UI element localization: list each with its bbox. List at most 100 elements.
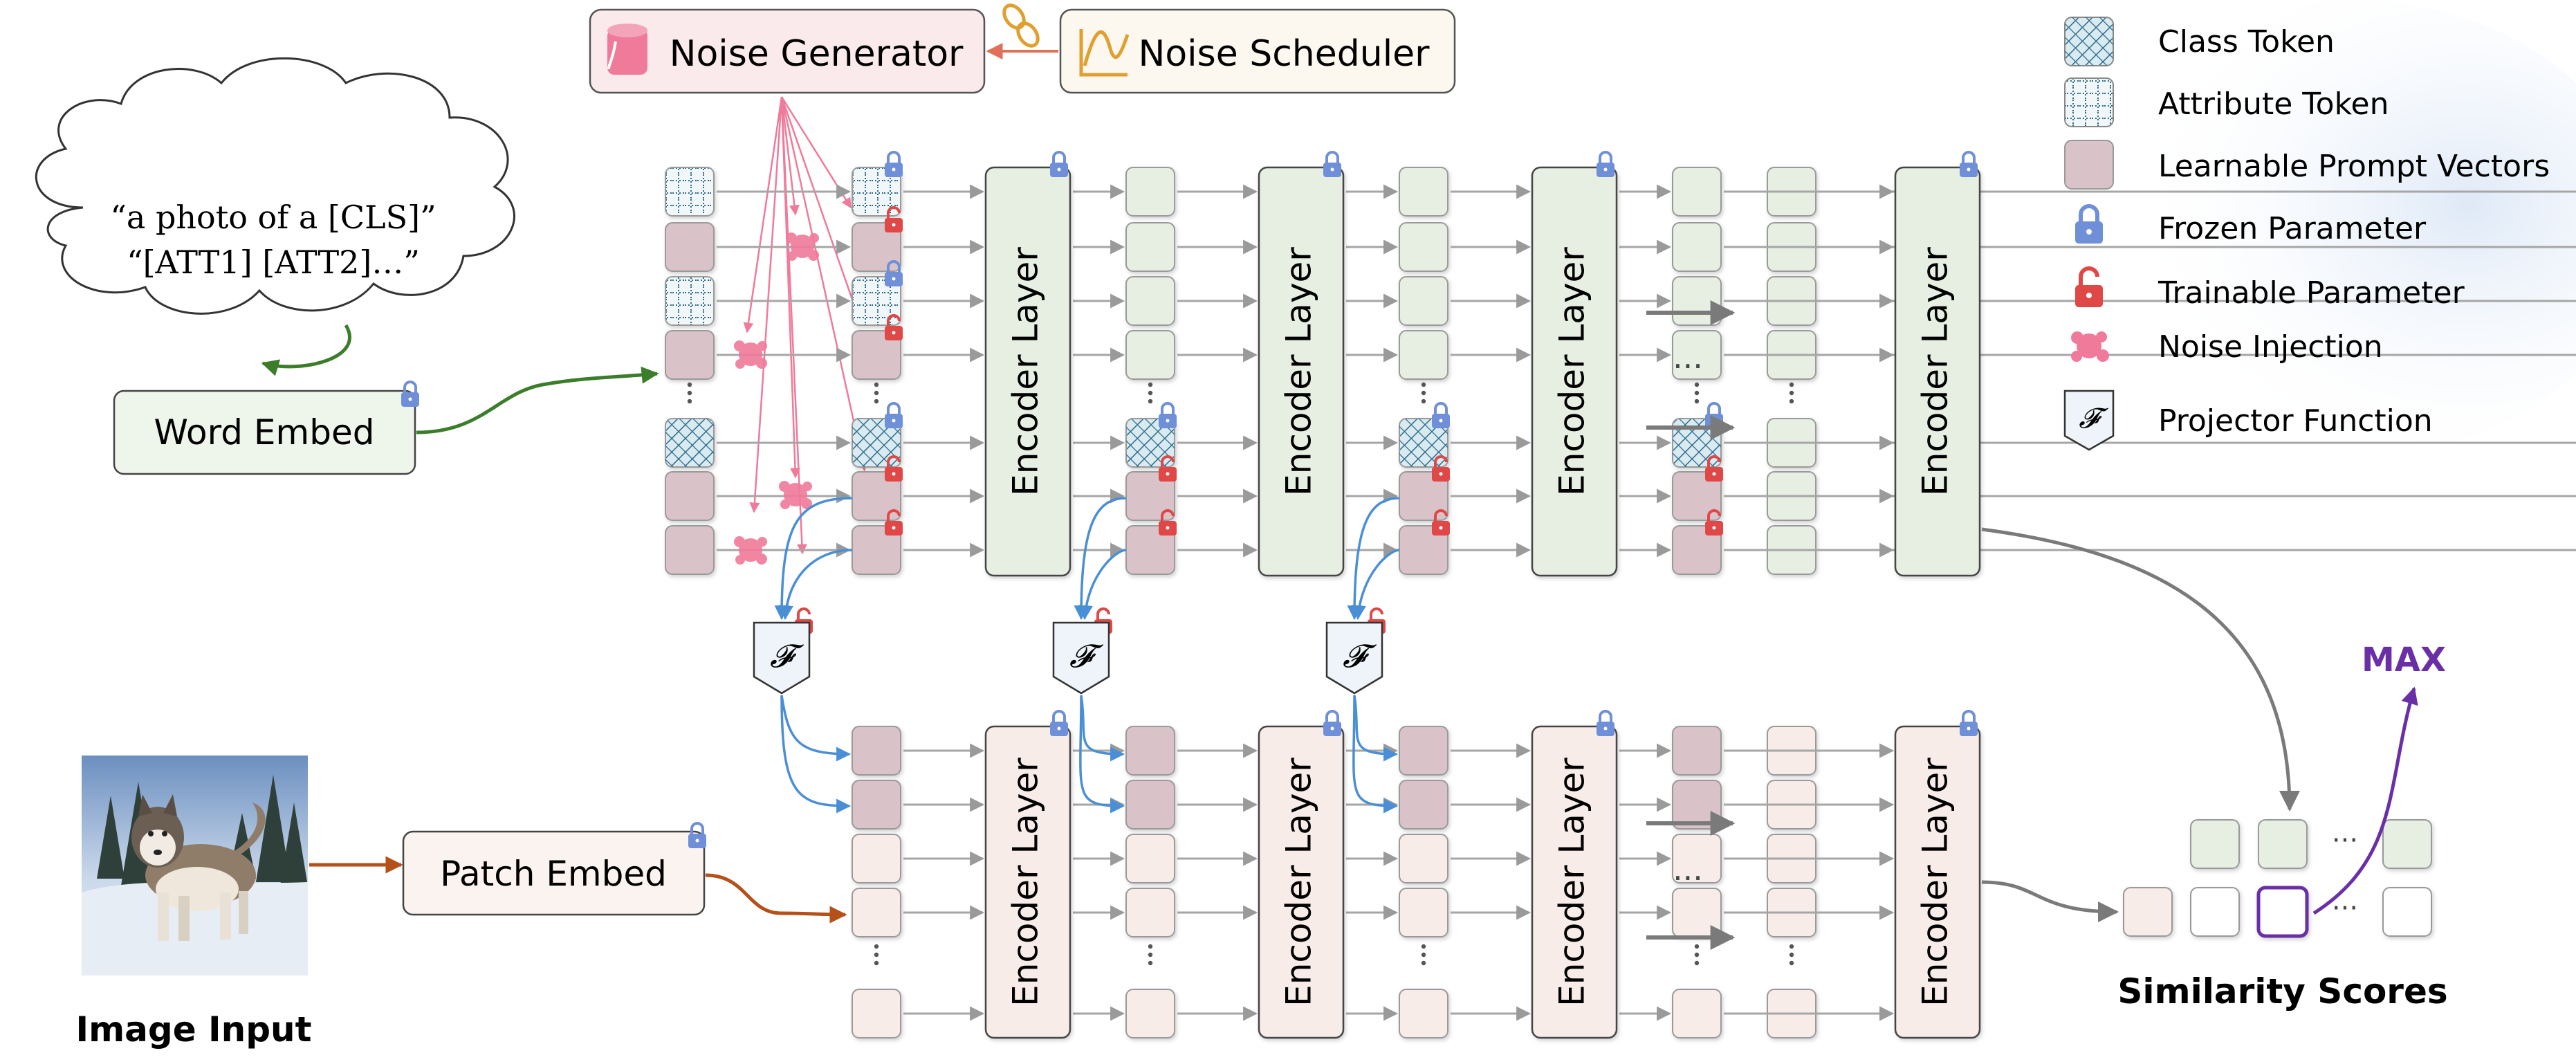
image-encoder-layer: Encoder Layer (1258, 725, 1345, 1039)
token-trainable-lock (885, 455, 903, 482)
noise-splat (779, 481, 812, 509)
text-token (1125, 276, 1175, 326)
encoder-frozen-lock (1597, 710, 1614, 736)
image-token (1125, 989, 1175, 1038)
projector-shield-icon (1325, 621, 1383, 695)
image-token (1399, 888, 1448, 937)
text-token-layer0 (852, 222, 901, 272)
encoder-layer-label: Encoder Layer (1915, 247, 1956, 496)
image-input-title: Image Input (75, 1009, 311, 1050)
token-trainable-lock (1432, 455, 1450, 482)
text-encoder-layer: Encoder Layer (1258, 166, 1345, 577)
image-token (852, 989, 901, 1038)
image-token (1125, 888, 1175, 937)
image-token (1399, 726, 1448, 776)
similarity-text-cell (2382, 819, 2432, 869)
text-token (1399, 167, 1448, 217)
encoder-layer-label: Encoder Layer (1552, 247, 1592, 496)
noise-scheduler-label: Noise Scheduler (1138, 33, 1430, 75)
projector-shield-icon (753, 621, 811, 695)
word-embed-label: Word Embed (154, 412, 375, 452)
legend-frozen-label: Frozen Parameter (2158, 211, 2427, 246)
encoder-layer-label: Encoder Layer (1915, 758, 1956, 1007)
noise-injections (734, 232, 819, 565)
vertical-ellipsis (874, 382, 879, 404)
token-trainable-lock (1159, 455, 1177, 482)
text-encoder-layer: Encoder Layer (1894, 166, 1981, 577)
text-token (1672, 222, 1722, 272)
text-token-layer0 (852, 330, 901, 380)
encoder-frozen-lock (1323, 710, 1341, 736)
text-token (1125, 222, 1175, 272)
token-frozen-lock (1159, 402, 1177, 428)
vertical-ellipsis (687, 382, 692, 404)
legend-noise-injection-label: Noise Injection (2158, 329, 2383, 365)
image-token (852, 888, 901, 937)
projector-function: 𝓕 (1052, 621, 1110, 695)
legend-glow (2061, 0, 2576, 457)
noise-scheduler-box: Noise Scheduler (1059, 8, 1456, 94)
token-trainable-lock (885, 509, 903, 535)
encoder-frozen-lock (1050, 151, 1068, 177)
legend-projector-label: Projector Function (2158, 403, 2433, 439)
text-token-layer0 (852, 418, 901, 468)
prompt-to-projector-arrow (779, 549, 853, 621)
prompt-to-projector-arrow (1078, 549, 1127, 621)
parameter-locks (401, 151, 1978, 848)
vertical-ellipsis (1694, 382, 1700, 404)
text-token (1672, 330, 1722, 380)
image-token (1399, 780, 1448, 830)
image-token (1672, 834, 1722, 884)
image-encoder-layer: Encoder Layer (984, 725, 1071, 1039)
projector-to-image-arrow (1079, 695, 1125, 814)
prompt-to-projector-arrow (1074, 497, 1127, 621)
text-output-arrow (1981, 527, 2300, 812)
vertical-ellipsis (874, 944, 879, 966)
image-token (1672, 780, 1722, 830)
encoder-frozen-lock (1960, 151, 1978, 177)
text-token (1125, 330, 1175, 380)
vertical-ellipsis (1694, 944, 1700, 966)
encoder-layer-label: Encoder Layer (1279, 758, 1319, 1007)
text-token-layer0 (852, 167, 901, 217)
frozen-lock-icon (2075, 204, 2103, 244)
token-trainable-lock (885, 314, 903, 340)
text-token (1399, 276, 1448, 326)
token-frozen-lock (1705, 402, 1723, 428)
text-token-input (665, 222, 715, 272)
text-token-input (665, 471, 715, 521)
vertical-ellipsis (1789, 382, 1794, 404)
word-embed-box: Word Embed (113, 390, 416, 475)
max-arrow (2312, 686, 2418, 915)
text-encoder-layer: Encoder Layer (984, 166, 1071, 577)
image-token (1672, 726, 1722, 776)
image-token (1125, 726, 1175, 776)
token-grid (665, 167, 1816, 1038)
vertical-ellipsis (1421, 382, 1426, 404)
legend-attribute-token: Attribute Token (2064, 77, 2389, 127)
text-token-input (665, 525, 715, 575)
text-prompt-cloud: “a photo of a [CLS]” “[ATT1] [ATT2]…” (35, 57, 515, 315)
similarity-title: Similarity Scores (2117, 971, 2447, 1011)
text-token (1125, 418, 1175, 468)
similarity-ellipsis: ··· (2332, 825, 2358, 857)
encoder-layer-label: Encoder Layer (1552, 758, 1592, 1007)
text-token-input (665, 276, 715, 326)
encoder-layer-label: Encoder Layer (1006, 247, 1046, 496)
similarity-score-cell (2382, 887, 2432, 937)
vertical-ellipsis (1789, 944, 1794, 966)
legend-class-token: Class Token (2064, 17, 2335, 66)
text-token-layer0 (852, 471, 901, 521)
similarity-image-cell (2123, 887, 2173, 937)
text-token (1672, 276, 1722, 326)
prompt-to-projector-arrow (1347, 497, 1400, 621)
token-flow-arrows (717, 184, 2576, 1021)
encoder-frozen-lock (1960, 710, 1978, 736)
text-token (1399, 418, 1448, 468)
projector-function: 𝓕 (1325, 621, 1383, 695)
token-frozen-lock (885, 402, 903, 428)
text-token-input (665, 418, 715, 468)
image-token (852, 834, 901, 884)
